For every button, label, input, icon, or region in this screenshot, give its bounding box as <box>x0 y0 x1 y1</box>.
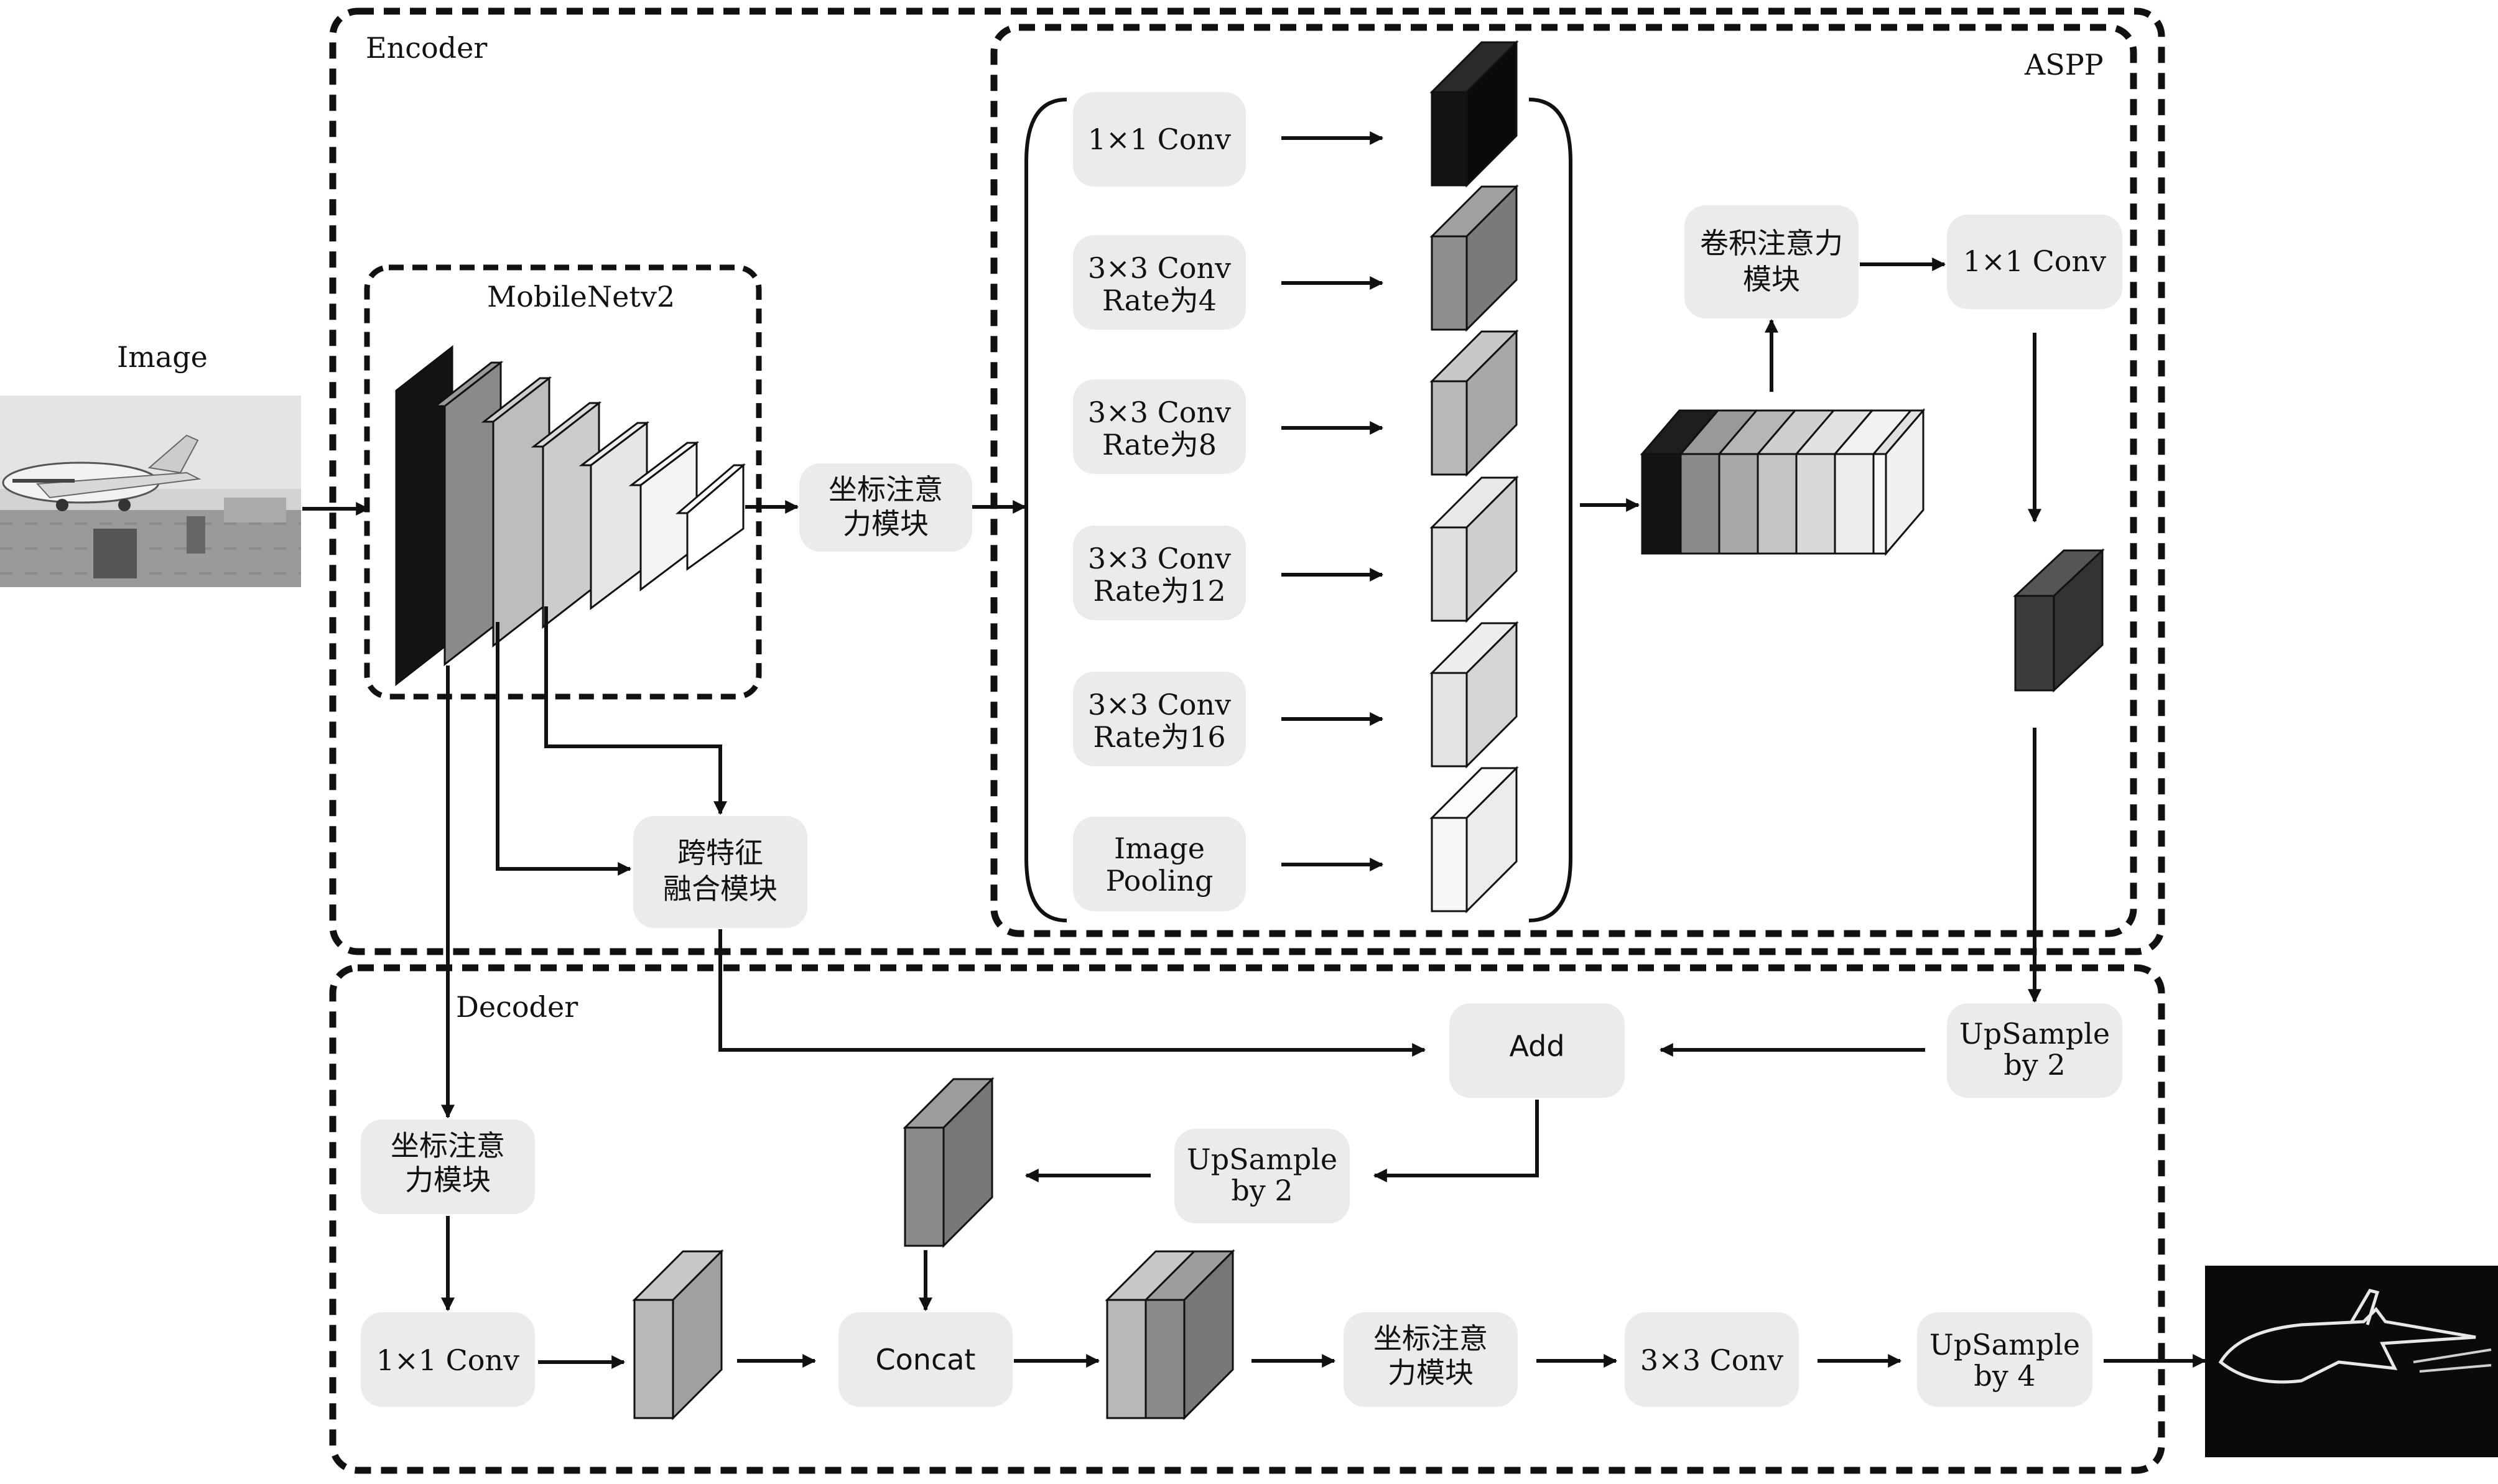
cross-feature-line1: 跨特征 <box>677 836 763 870</box>
cross-feature-line2: 融合模块 <box>663 872 778 906</box>
aspp-rate8-line1: 3×3 Conv <box>1088 396 1231 429</box>
coord-attention-block-1: 坐标注意 力模块 <box>799 463 972 552</box>
concat-label: Concat <box>876 1343 976 1376</box>
aspp-rate8-line2: Rate为8 <box>1102 428 1217 461</box>
coord-attention-3-line1: 坐标注意 <box>1373 1322 1488 1355</box>
decoder-conv1x1-block: 1×1 Conv <box>361 1312 535 1407</box>
input-label: Image <box>117 340 208 374</box>
concat-block: Concat <box>838 1312 1013 1407</box>
upsample-2b-line2: by 2 <box>1231 1174 1293 1207</box>
decoder-cube-concat <box>1105 1249 1235 1421</box>
aspp-left-bracket <box>1024 98 1067 922</box>
add-label: Add <box>1509 1029 1564 1063</box>
coord-attention-2-line2: 力模块 <box>405 1163 491 1197</box>
aspp-frame <box>990 24 2137 937</box>
aspp-output-cube <box>2013 548 2105 693</box>
mobilenet-label: MobileNetv2 <box>487 280 675 313</box>
upsample-2a-line1: UpSample <box>1959 1017 2110 1050</box>
output-mask-image <box>2205 1266 2498 1457</box>
conv-attention-line2: 模块 <box>1743 262 1800 296</box>
upsample-2b-line1: UpSample <box>1187 1143 1337 1176</box>
decoder-label: Decoder <box>456 990 578 1024</box>
aspp-branch-image-pooling: Image Pooling <box>1073 817 1246 911</box>
aspp-conv1-label: 1×1 Conv <box>1088 123 1231 156</box>
aspp-branch-conv1x1: 1×1 Conv <box>1073 92 1246 187</box>
mobilenet-feature-stack <box>395 345 746 687</box>
coord-attention-3-line2: 力模块 <box>1388 1356 1474 1389</box>
aspp-branch-rate12: 3×3 Conv Rate为12 <box>1073 526 1246 620</box>
upsample-4-block: UpSample by 4 <box>1917 1312 2092 1407</box>
aspp-rate4-line1: 3×3 Conv <box>1088 251 1231 285</box>
upsample-4-line2: by 4 <box>1974 1359 2035 1393</box>
coord-attention-block-2: 坐标注意 力模块 <box>361 1120 535 1214</box>
decoder-frame <box>329 964 2165 1474</box>
aspp-output-conv-label: 1×1 Conv <box>1963 244 2106 278</box>
coord-attention-1-line2: 力模块 <box>843 507 929 540</box>
decoder-conv3x3-label: 3×3 Conv <box>1640 1343 1783 1377</box>
aspp-rate16-line2: Rate为16 <box>1093 720 1225 754</box>
mobilenet-frame <box>364 264 762 700</box>
decoder-cube-lowlevel <box>632 1249 724 1421</box>
aspp-rate4-line2: Rate为4 <box>1102 284 1217 317</box>
coord-attention-2-line1: 坐标注意 <box>391 1129 505 1162</box>
upsample-2-block-a: UpSample by 2 <box>1947 1003 2122 1098</box>
aspp-pool-line1: Image <box>1114 832 1205 865</box>
encoder-label: Encoder <box>366 31 487 65</box>
upsample-4-line1: UpSample <box>1929 1328 2080 1361</box>
aspp-label: ASPP <box>2024 48 2104 81</box>
conv-attention-line1: 卷积注意力 <box>1700 226 1843 260</box>
aspp-right-bracket <box>1528 98 1572 922</box>
aspp-rate12-line2: Rate为12 <box>1093 574 1225 608</box>
aspp-branch-arrows <box>1281 131 1384 871</box>
encoder-frame <box>329 7 2165 955</box>
aspp-branch-rate8: 3×3 Conv Rate为8 <box>1073 379 1246 474</box>
aspp-output-conv-block: 1×1 Conv <box>1947 215 2122 309</box>
decoder-conv1x1-label: 1×1 Conv <box>376 1343 519 1377</box>
aspp-pool-line2: Pooling <box>1106 864 1214 897</box>
conv-attention-block: 卷积注意力 模块 <box>1684 205 1859 318</box>
aspp-rate12-line1: 3×3 Conv <box>1088 542 1231 575</box>
coord-attention-1-line1: 坐标注意 <box>829 473 943 506</box>
upsample-2a-line2: by 2 <box>2004 1048 2065 1082</box>
decoder-cube-upsampled <box>903 1077 995 1248</box>
upsample-2-block-b: UpSample by 2 <box>1174 1129 1350 1223</box>
input-image <box>0 396 301 587</box>
aspp-concat-feature <box>1640 407 1926 557</box>
cross-feature-fusion-block: 跨特征 融合模块 <box>633 816 807 928</box>
aspp-branch-cubes <box>1429 40 1519 914</box>
aspp-branch-rate16: 3×3 Conv Rate为16 <box>1073 672 1246 766</box>
coord-attention-block-3: 坐标注意 力模块 <box>1344 1312 1518 1407</box>
decoder-conv3x3-block: 3×3 Conv <box>1625 1312 1799 1407</box>
add-block: Add <box>1449 1003 1625 1098</box>
aspp-branch-rate4: 3×3 Conv Rate为4 <box>1073 235 1246 330</box>
aspp-rate16-line1: 3×3 Conv <box>1088 688 1231 721</box>
connector-arrows <box>302 257 2207 1369</box>
